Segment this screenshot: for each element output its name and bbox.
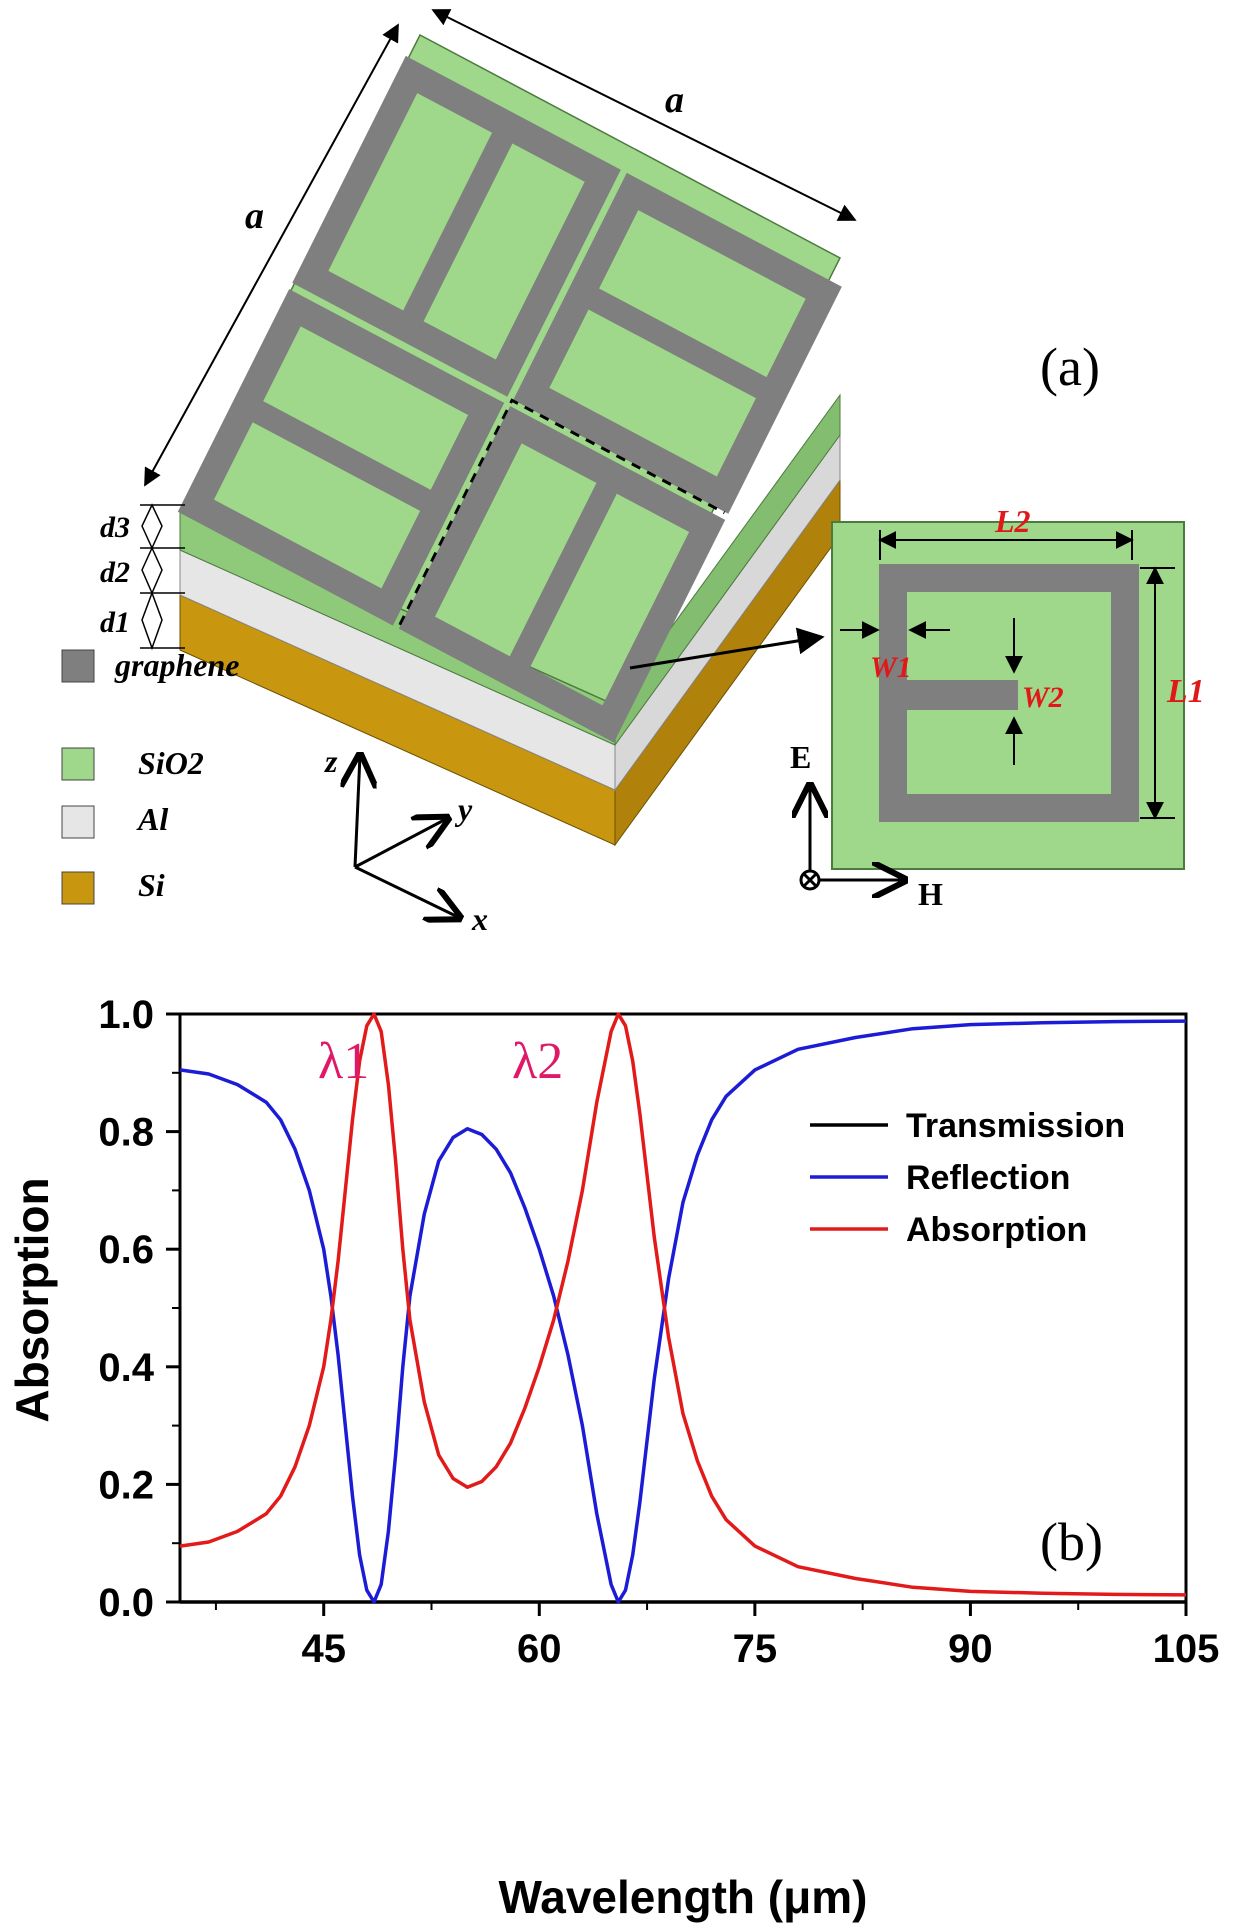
thickness-label-d2: d2 — [100, 556, 130, 589]
y-axis-title: Absorption — [6, 1177, 58, 1422]
panel-b-chart: 45 60 75 90 105 0.0 0.2 0.4 0.6 0.8 1.0 λ1 λ2 Tran… — [6, 993, 1219, 1923]
e-field-label: E — [790, 739, 811, 775]
legend-label-al: Al — [136, 801, 168, 837]
legend-swatch-graphene — [61, 649, 95, 683]
panel-label-b: (b) — [1040, 1512, 1103, 1572]
y-tick-label-2: 0.4 — [98, 1346, 154, 1390]
period-arrow-left — [144, 23, 399, 487]
panel-label-a: (a) — [1040, 337, 1100, 397]
material-legend: graphene SiO2 Al Si — [61, 647, 239, 905]
unit-cell-label-l2: L2 — [994, 503, 1031, 539]
h-field-label: H — [918, 876, 943, 912]
unit-cell-label-w2: W2 — [1022, 681, 1064, 714]
axis-label-y: y — [454, 791, 473, 827]
x-tick-label-1: 60 — [517, 1627, 562, 1671]
thickness-label-d1: d1 — [100, 606, 130, 639]
legend-label-graphene: graphene — [114, 647, 239, 683]
legend-swatch-sio2 — [61, 747, 95, 781]
y-tick-label-5: 1.0 — [98, 993, 154, 1037]
period-arrow-top — [431, 9, 857, 221]
polarization-axes — [801, 785, 905, 889]
y-tick-label-1: 0.2 — [98, 1463, 154, 1507]
panel-a-schematic: a a d3 d2 d1 graphene SiO2 Al Si — [61, 9, 1205, 937]
x-tick-label-3: 90 — [948, 1627, 993, 1671]
x-tick-label-0: 45 — [301, 1627, 346, 1671]
period-label-left: a — [245, 195, 264, 237]
graphene-ring-4 — [398, 406, 726, 743]
zoom-pointer-arrow — [629, 627, 825, 670]
x-tick-label-2: 75 — [733, 1627, 778, 1671]
y-tick-label-4: 0.8 — [98, 1111, 154, 1155]
unit-cell-dashed-outline — [398, 398, 726, 626]
legend-label-absorption: Absorption — [906, 1211, 1087, 1249]
unit-cell-bar — [893, 680, 1018, 710]
series-line-absorption — [179, 1012, 1187, 1597]
unit-cell-label-w1: W1 — [870, 651, 912, 684]
unit-cell-label-l1: L1 — [1166, 673, 1205, 710]
legend-label-reflection: Reflection — [906, 1159, 1070, 1197]
coordinate-axes — [355, 755, 460, 918]
series-line-reflection — [179, 1019, 1187, 1604]
period-label-top: a — [665, 79, 684, 121]
peak-label-lambda1: λ1 — [318, 1033, 369, 1090]
x-axis-title: Wavelength (μm) — [499, 1871, 868, 1923]
axis-label-x: x — [471, 901, 488, 937]
legend-label-sio2: SiO2 — [138, 745, 204, 781]
legend-swatch-al — [61, 805, 95, 839]
legend-label-transmission: Transmission — [906, 1107, 1125, 1145]
peak-label-lambda2: λ2 — [512, 1033, 563, 1090]
data-lines — [179, 1012, 1187, 1604]
x-tick-label-4: 105 — [1153, 1627, 1220, 1671]
y-tick-label-0: 0.0 — [98, 1581, 154, 1625]
thickness-markers — [140, 503, 185, 651]
unit-cell-detail — [831, 521, 1185, 870]
legend-label-si: Si — [138, 867, 165, 903]
thickness-label-d3: d3 — [100, 511, 130, 544]
grid-and-ticks: 45 60 75 90 105 0.0 0.2 0.4 0.6 0.8 1.0 — [98, 993, 1219, 1671]
legend-swatch-si — [61, 871, 95, 905]
axis-label-z: z — [324, 743, 338, 779]
graphene-ring-2 — [513, 172, 842, 514]
y-tick-label-3: 0.6 — [98, 1228, 154, 1272]
